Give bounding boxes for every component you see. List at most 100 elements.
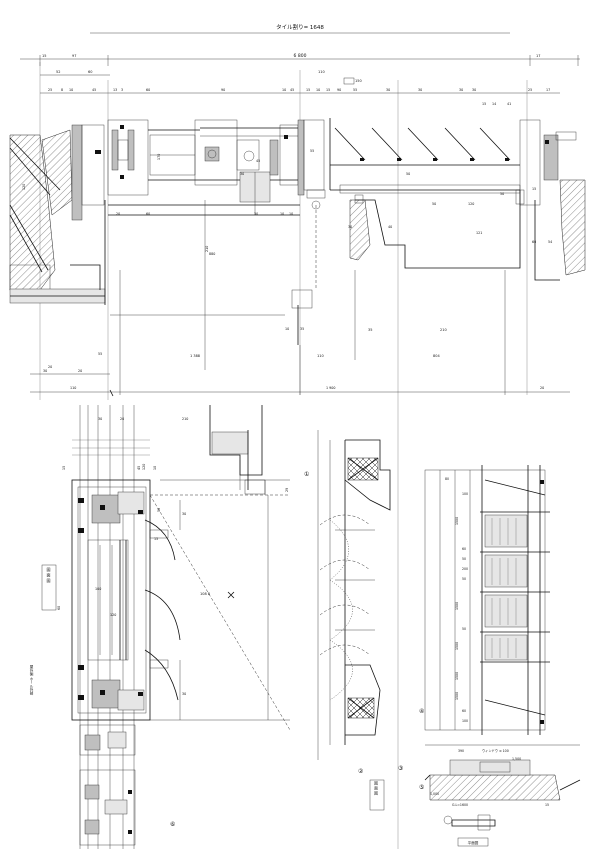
elev-dim-3: 1500 xyxy=(455,517,459,525)
plan-top-dim-5: 10 xyxy=(153,466,157,470)
plan-top-dim-4: 120 xyxy=(142,464,146,470)
title-block: タイル割り= 1648 xyxy=(90,23,510,34)
curtain-elevation: ① ② ③ 図 面 図 xyxy=(304,430,403,811)
top-dim-4: 60 xyxy=(88,70,92,74)
mid-dim-20: 15 xyxy=(532,187,536,191)
louver-blades xyxy=(334,127,511,161)
height-6: 35 xyxy=(368,328,372,332)
mid-dim-4: 60 xyxy=(146,212,150,216)
elev-dim-9: 50 xyxy=(462,627,466,631)
sub-dim-20: 15 xyxy=(482,102,486,106)
plan-side-3: 50 xyxy=(157,508,161,512)
plan-marker: ⑥ xyxy=(170,821,175,828)
mid-dim-21: 54 xyxy=(548,240,552,244)
sub-dim-15: 55 xyxy=(353,88,357,92)
sash-frame-left xyxy=(95,119,149,196)
sub-dim-4: 45 xyxy=(92,88,96,92)
mid-dim-13: 40 xyxy=(388,225,392,229)
mid-dim-18: 30 xyxy=(240,172,244,176)
plan-center-dim: 108 8 xyxy=(200,592,210,596)
mid-dim-6: 121 xyxy=(476,231,482,235)
curtain-marker-1: ① xyxy=(304,471,309,478)
mid-dim-12: 50 xyxy=(406,172,410,176)
elev-dim-1: 80 xyxy=(445,477,449,481)
sub-dim-8: 90 xyxy=(221,88,225,92)
sub-dim-1: 25 xyxy=(48,88,52,92)
plan-drawing: 30 20 210 120 10 29 xyxy=(29,405,291,849)
plan-top-dim-6: 29 xyxy=(285,488,289,492)
sub-dim-5: 13 xyxy=(113,88,117,92)
sub-dim-11: 15 xyxy=(306,88,310,92)
height-10: 20 xyxy=(48,365,52,369)
sub-dim-7: 60 xyxy=(146,88,150,92)
height-9: 55 xyxy=(98,352,102,356)
elev-dim-10: 1500 xyxy=(455,642,459,650)
elev-dim-2: 100 xyxy=(462,492,468,496)
elev-dim-12: 1500 xyxy=(455,692,459,700)
elev-bottom-dim-5: 1,000 xyxy=(430,792,439,796)
height-3: 110 xyxy=(317,354,324,358)
elev-dim-4: 60 xyxy=(462,547,466,551)
sub-dim-16: 30 xyxy=(386,88,390,92)
mid-dim-5: 120 xyxy=(468,202,474,206)
sub-dim-2: 8 xyxy=(61,88,63,92)
mid-dim-14: 50 xyxy=(432,202,436,206)
curtain-box-label: 図 面 図 xyxy=(373,781,379,795)
bottom-dim-1: 30 xyxy=(43,369,47,373)
mid-dim-16: 50 xyxy=(500,192,504,196)
sub-dim-9: 10 xyxy=(282,88,286,92)
elev-bottom-dim-1: 390 xyxy=(458,749,464,753)
right-elevation: 80 100 1500 60 50 200 50 1500 50 1500 15… xyxy=(419,465,581,847)
top-dim-5: 52 xyxy=(56,70,60,74)
bottom-dim-5: 20 xyxy=(540,386,544,390)
curtain-marker-2: ② xyxy=(358,768,364,775)
sub-dim-19: 30 xyxy=(472,88,476,92)
elev-box-label: 平面図 xyxy=(468,840,479,845)
mid-dim-10: 55 xyxy=(310,149,314,153)
elev-bottom-dim-4: G.L=1600 xyxy=(452,803,468,807)
plan-side-7: 100 xyxy=(95,587,101,591)
plan-side-4: 30 xyxy=(182,512,186,516)
sub-dim-24: 17 xyxy=(546,88,550,92)
plan-top-dim-3: 210 xyxy=(182,417,188,421)
elev-bottom-dim-6: 15 xyxy=(545,803,549,807)
top-dim-2: 97 xyxy=(72,54,76,58)
plan-side-2: 45 xyxy=(137,466,141,470)
elev-dim-7: 50 xyxy=(462,577,466,581)
height-5: 210 xyxy=(440,328,447,332)
plan-side-9: 60 xyxy=(57,606,61,610)
mid-dim-11: 30 xyxy=(348,225,352,229)
height-4: 804 xyxy=(433,354,440,358)
elev-dim-11: 1500 xyxy=(455,672,459,680)
mid-dim-15: 20 xyxy=(116,212,120,216)
sub-dim-21: 14 xyxy=(492,102,496,106)
sub-dim-6: 3 xyxy=(121,88,123,92)
plan-side-1: 15 xyxy=(62,466,66,470)
plan-side-5: 30 xyxy=(182,692,186,696)
plan-top-dim-1: 30 xyxy=(98,417,102,421)
top-dim-7: 150 xyxy=(355,79,362,83)
mid-dim-17: 45 xyxy=(256,159,260,163)
sub-dim-18: 30 xyxy=(459,88,463,92)
top-dim-6: 110 xyxy=(318,70,325,74)
height-1: 880 xyxy=(209,252,215,256)
elev-dim-5: 50 xyxy=(462,557,466,561)
plan-top-dim-2: 20 xyxy=(120,417,124,421)
elev-bottom-dim-2: ウィンドウ ≡ 100 xyxy=(482,748,509,753)
person-scale-icon xyxy=(443,814,496,831)
elev-marker-2: ⑤ xyxy=(419,784,424,791)
mid-dim-3: 210 xyxy=(205,246,209,252)
top-section-drawing: 6 800 15 97 17 60 52 110 150 25 8 10 45 … xyxy=(9,53,586,849)
height-7: 35 xyxy=(300,327,304,331)
plan-vertical-note: 屋外側 ホール外部 xyxy=(29,664,34,695)
sub-dim-10: 45 xyxy=(290,88,294,92)
mid-dim-7: 30 xyxy=(254,212,258,216)
elev-dim-14: 100 xyxy=(462,719,468,723)
elev-marker-1: ④ xyxy=(419,708,424,715)
top-dim-1: 15 xyxy=(42,54,46,58)
curtain-marker-3: ③ xyxy=(398,765,403,772)
plan-note-box xyxy=(41,564,57,611)
plan-side-6: 15 xyxy=(154,537,158,541)
sub-dim-12: 10 xyxy=(316,88,320,92)
height-2: 1 388 xyxy=(190,354,200,358)
